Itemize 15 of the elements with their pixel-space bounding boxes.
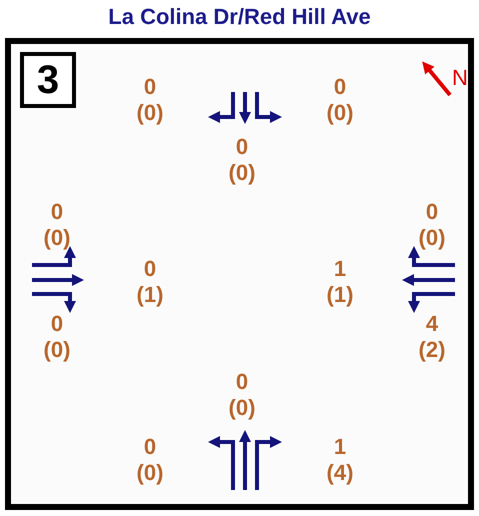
volume-count: 1 (4) bbox=[326, 434, 354, 486]
volume-count: 0 (0) bbox=[228, 369, 256, 421]
volume-count: 0 (0) bbox=[326, 74, 354, 126]
north-label: N bbox=[452, 65, 468, 91]
volume-count: 1 (1) bbox=[326, 256, 354, 308]
title: La Colina Dr/Red Hill Ave bbox=[107, 4, 372, 30]
intersection-number-box: 3 bbox=[20, 52, 76, 108]
volume-count: 0 (0) bbox=[44, 311, 70, 363]
volume-count: 0 (0) bbox=[136, 74, 164, 126]
volume-count: 0 (0) bbox=[418, 199, 446, 251]
volume-count: 0 (0) bbox=[136, 434, 164, 486]
volume-count: 0 (1) bbox=[136, 256, 164, 308]
volume-count: 0 (0) bbox=[228, 134, 256, 186]
volume-count: 0 (0) bbox=[44, 199, 70, 251]
volume-count: 4 (2) bbox=[418, 311, 446, 363]
